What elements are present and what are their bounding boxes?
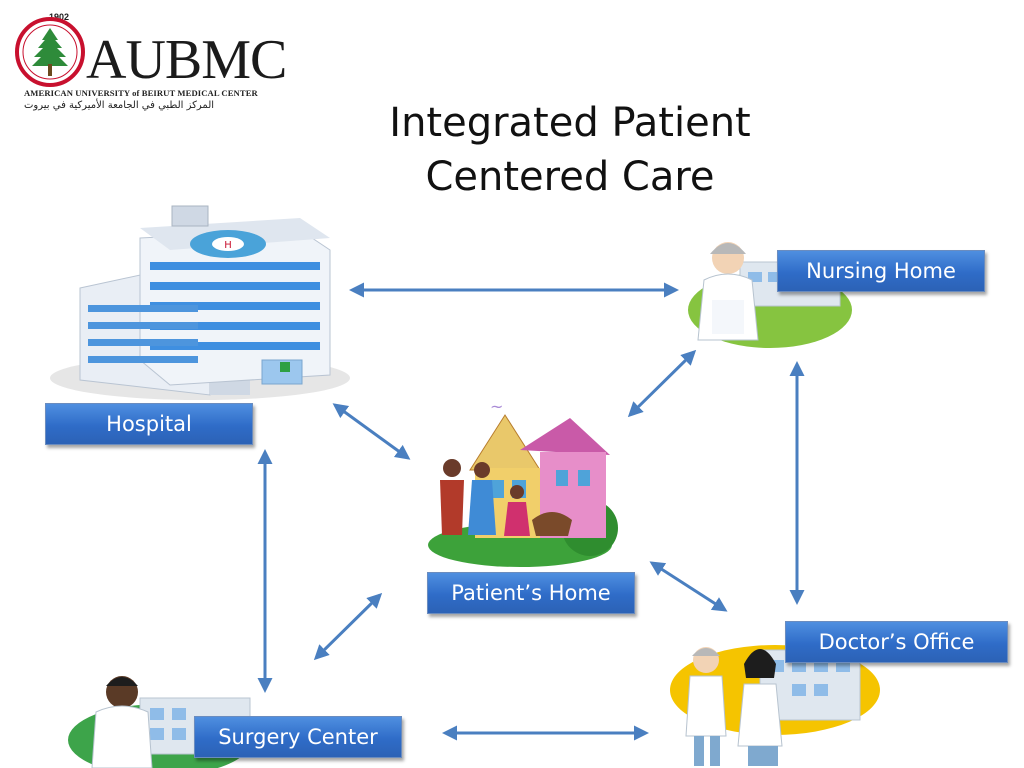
family-house-icon: ~ — [428, 397, 618, 567]
title-line-1: Integrated Patient — [389, 100, 751, 146]
hospital-building-icon: H — [50, 205, 350, 400]
doctors-office-label: Doctor’s Office — [785, 621, 1008, 663]
patients-home-label: Patient’s Home — [427, 572, 635, 614]
logo-wordmark: AUBMC — [86, 29, 287, 91]
cedar-seal-icon — [15, 17, 85, 87]
nursing-home-label: Nursing Home — [777, 250, 985, 292]
arrow-patient-nursing — [627, 349, 697, 418]
surgery-center-label: Surgery Center — [194, 716, 402, 758]
arrow-hospital-patient — [332, 403, 411, 460]
svg-text:~: ~ — [490, 397, 503, 416]
svg-text:H: H — [224, 240, 232, 251]
hospital-label: Hospital — [45, 403, 253, 445]
logo-subtitle: AMERICAN UNIVERSITY of BEIRUT MEDICAL CE… — [24, 88, 258, 98]
slide-title: Integrated Patient Centered Care — [330, 96, 810, 204]
aubmc-logo: 1902 AUBMC AMERICAN UNIVERSITY of BEIRUT… — [14, 10, 287, 120]
logo-arabic: المركز الطبي في الجامعة الأميركية في بير… — [24, 100, 215, 111]
arrow-surgery-patient — [313, 592, 383, 661]
logo-year: 1902 — [49, 12, 70, 22]
title-line-2: Centered Care — [425, 154, 715, 200]
arrow-patient-doctor — [649, 561, 728, 612]
